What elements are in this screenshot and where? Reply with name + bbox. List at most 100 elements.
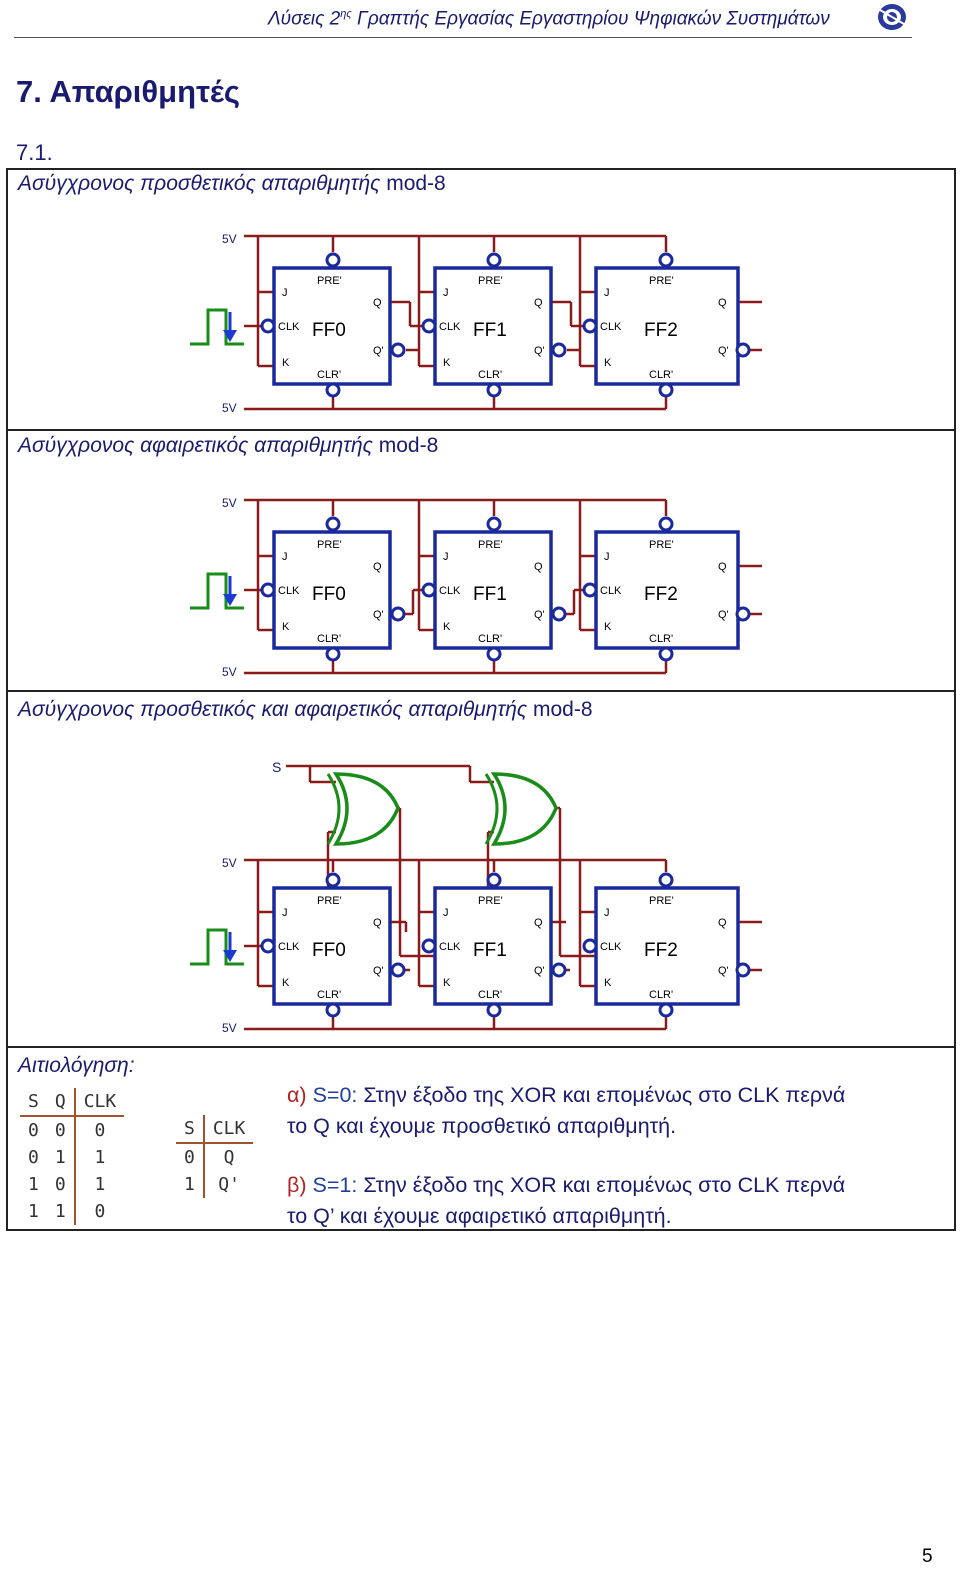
svg-text:CLR': CLR' [649,369,673,381]
svg-text:J: J [282,907,288,919]
svg-text:Q: Q [373,561,382,573]
select-input-label: S [272,759,281,775]
flip-flop-ff0: PRE' CLR' J K CLK Q Q' FF0 [260,516,406,662]
svg-text:Q: Q [373,917,382,929]
svg-text:J: J [282,287,288,299]
svg-text:PRE': PRE' [478,895,503,907]
svg-text:Q: Q [373,297,382,309]
supply-label: 5V [222,232,237,246]
svg-text:CLR': CLR' [317,369,341,381]
svg-text:FF2: FF2 [644,940,678,961]
table-header: Q [46,1088,76,1117]
clk-selection-table: S CLK 0 Q 1 Q' [176,1115,254,1198]
svg-text:PRE': PRE' [478,539,503,551]
svg-text:PRE': PRE' [478,275,503,287]
clock-input-icon [190,928,244,966]
svg-text:CLR': CLR' [649,989,673,1001]
flip-flop-ff0: PRE' CLR' J K CLK Q Q' FF0 [260,252,406,398]
svg-text:Q': Q' [373,609,384,621]
svg-text:CLK: CLK [600,941,622,953]
xor-gate-icon [484,772,558,846]
svg-text:J: J [443,907,449,919]
svg-text:K: K [604,621,612,633]
explanation-case-a: α) S=0: Στην έξοδο της XOR και επομένως … [287,1083,846,1138]
table-row: 1 Q' [176,1171,253,1198]
flip-flop-ff1: PRE' CLR' J K CLK Q Q' FF1 [421,872,567,1018]
flip-flop-ff1: PRE' CLR' J K CLK Q Q' FF1 [421,516,567,662]
svg-text:Q: Q [534,561,543,573]
up-counter-diagram: 5V 5V PRE' CLR' J K CLK Q Q' FF0 PRE' [190,232,762,415]
flip-flop-ff2: PRE' CLR' J K CLK Q Q' FF2 [582,872,751,1018]
xor-gate-icon [326,772,400,846]
svg-text:FF0: FF0 [312,584,346,605]
svg-text:Q': Q' [534,345,545,357]
subsection-number: 7.1. [16,140,53,165]
frame-divider [6,1046,956,1048]
table-row: 0 Q [176,1143,253,1171]
svg-text:PRE': PRE' [317,275,342,287]
svg-text:FF1: FF1 [473,320,507,341]
svg-text:Q': Q' [718,345,729,357]
svg-text:K: K [282,977,290,989]
clock-input-icon [190,308,244,346]
svg-text:K: K [282,621,290,633]
svg-text:FF1: FF1 [473,584,507,605]
supply-label: 5V [222,856,237,870]
page-number: 5 [922,1546,933,1567]
svg-text:K: K [443,357,451,369]
table-header: S [176,1115,205,1144]
svg-text:J: J [443,551,449,563]
figure-frame [6,168,956,1231]
updown-counter-diagram: S 5V 5V [190,759,762,1035]
svg-text:J: J [604,287,610,299]
frame-divider [6,690,956,692]
svg-text:FF1: FF1 [473,940,507,961]
svg-text:CLK: CLK [278,941,300,953]
svg-text:Q': Q' [373,965,384,977]
svg-text:FF0: FF0 [312,940,346,961]
svg-text:Q': Q' [534,609,545,621]
svg-text:Q': Q' [718,609,729,621]
svg-text:CLK: CLK [600,585,622,597]
university-logo-icon [878,4,906,30]
justification-title: Αιτιολόγηση: [18,1054,135,1077]
svg-text:J: J [443,287,449,299]
svg-text:CLR': CLR' [317,989,341,1001]
table-row: 0 1 1 [20,1144,124,1171]
table-header: CLK [203,1115,254,1144]
svg-text:CLR': CLR' [317,633,341,645]
running-header: Λύσεις 2ης Γραπτής Εργασίας Εργαστηρίου … [268,8,830,30]
svg-text:CLR': CLR' [478,989,502,1001]
svg-text:Q: Q [718,561,727,573]
svg-text:Q: Q [718,297,727,309]
explanation-case-b: β) S=1: Στην έξοδο της XOR και επομένως … [287,1173,846,1228]
section-title: 7. Απαριθμητές [16,74,241,109]
supply-label: 5V [222,665,237,679]
table-header: S [20,1088,47,1117]
svg-text:PRE': PRE' [317,539,342,551]
header-rule [14,37,912,38]
table-row: 1 1 0 [20,1198,124,1225]
svg-text:Q: Q [534,917,543,929]
svg-text:Q': Q' [718,965,729,977]
xor-truth-table: S Q CLK 0 0 0 0 1 1 1 0 1 1 1 0 [20,1088,125,1225]
flip-flop-ff0: PRE' CLR' J K CLK Q Q' FF0 [260,872,406,1018]
caption-up-counter: Ασύγχρονος προσθετικός απαριθμητής mod-8 [18,172,446,195]
svg-text:Q': Q' [534,965,545,977]
svg-text:Q': Q' [373,345,384,357]
svg-text:CLK: CLK [600,321,622,333]
svg-text:Q: Q [718,917,727,929]
flip-flop-ff2: PRE' CLR' J K CLK Q Q' FF2 [582,516,751,662]
svg-text:CLR': CLR' [478,369,502,381]
svg-text:J: J [604,907,610,919]
svg-text:CLK: CLK [278,585,300,597]
svg-text:J: J [282,551,288,563]
svg-text:CLK: CLK [278,321,300,333]
svg-text:PRE': PRE' [317,895,342,907]
supply-label: 5V [222,1021,237,1035]
svg-text:Q: Q [534,297,543,309]
frame-divider [6,429,956,431]
svg-text:FF2: FF2 [644,584,678,605]
supply-label: 5V [222,496,237,510]
svg-text:CLK: CLK [439,585,461,597]
